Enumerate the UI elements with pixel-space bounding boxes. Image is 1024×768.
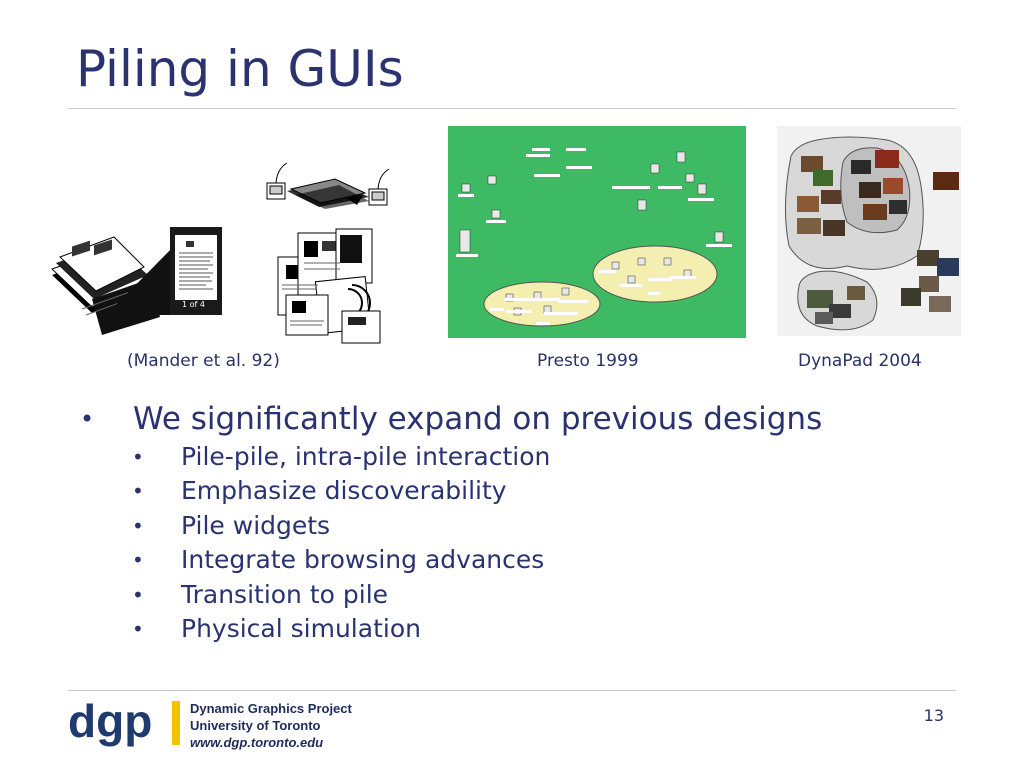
sub-bullet-text: Physical simulation [181, 613, 421, 643]
bullet-main-text: We significantly expand on previous desi… [133, 401, 823, 437]
logo-accent-bar [172, 701, 180, 745]
bullet-marker: • [80, 405, 95, 433]
org-university: University of Toronto [190, 718, 321, 733]
org-url: www.dgp.toronto.edu [190, 735, 324, 750]
caption-presto: Presto 1999 [537, 351, 639, 371]
dgp-logo: dgp [68, 699, 180, 747]
bullet-marker: • [132, 479, 144, 504]
presto-pile-left [483, 281, 601, 327]
sub-bullet-text: Emphasize discoverability [181, 476, 507, 506]
bullet-list: • We significantly expand on previous de… [80, 398, 960, 646]
sub-bullet: • Physical simulation [80, 612, 960, 646]
bullet-marker: • [132, 616, 144, 641]
mander-piles-figure: 1 of 4 [51, 162, 390, 344]
dynapad-screenshot [777, 126, 961, 336]
caption-dynapad: DynaPad 2004 [798, 351, 922, 371]
sub-bullet: • Transition to pile [80, 578, 960, 612]
bullet-marker: • [132, 513, 144, 538]
sub-bullet-text: Pile-pile, intra-pile interaction [181, 442, 551, 471]
bullet-marker: • [132, 445, 144, 469]
mander-inset-label: 1 of 4 [182, 300, 205, 309]
sub-bullet: • Pile-pile, intra-pile interaction [80, 440, 960, 474]
sub-bullet-text: Integrate browsing advances [181, 545, 545, 575]
sub-bullet-text: Pile widgets [181, 510, 331, 540]
sub-bullet: • Pile widgets [80, 509, 960, 543]
dgp-logo-text: dgp [68, 699, 152, 747]
mander-document-pile [277, 228, 381, 344]
presto-pile-right [592, 245, 718, 303]
bullet-marker: • [132, 548, 144, 573]
sub-bullet: • Emphasize discoverability [80, 474, 960, 508]
mander-transfer-graphic [266, 162, 390, 209]
slide-title: Piling in GUIs [76, 40, 404, 98]
dynapad-photos [797, 150, 959, 324]
presto-screenshot [448, 126, 746, 338]
title-divider [68, 108, 956, 109]
organization-block: Dynamic Graphics Project University of T… [190, 700, 352, 751]
bullet-main: • We significantly expand on previous de… [80, 398, 960, 440]
org-name: Dynamic Graphics Project [190, 701, 352, 716]
footer-divider [68, 690, 956, 691]
sub-bullet-text: Transition to pile [181, 579, 389, 609]
page-number: 13 [923, 706, 944, 725]
caption-mander: (Mander et al. 92) [127, 351, 280, 371]
sub-bullet: • Integrate browsing advances [80, 543, 960, 577]
bullet-marker: • [132, 582, 144, 607]
